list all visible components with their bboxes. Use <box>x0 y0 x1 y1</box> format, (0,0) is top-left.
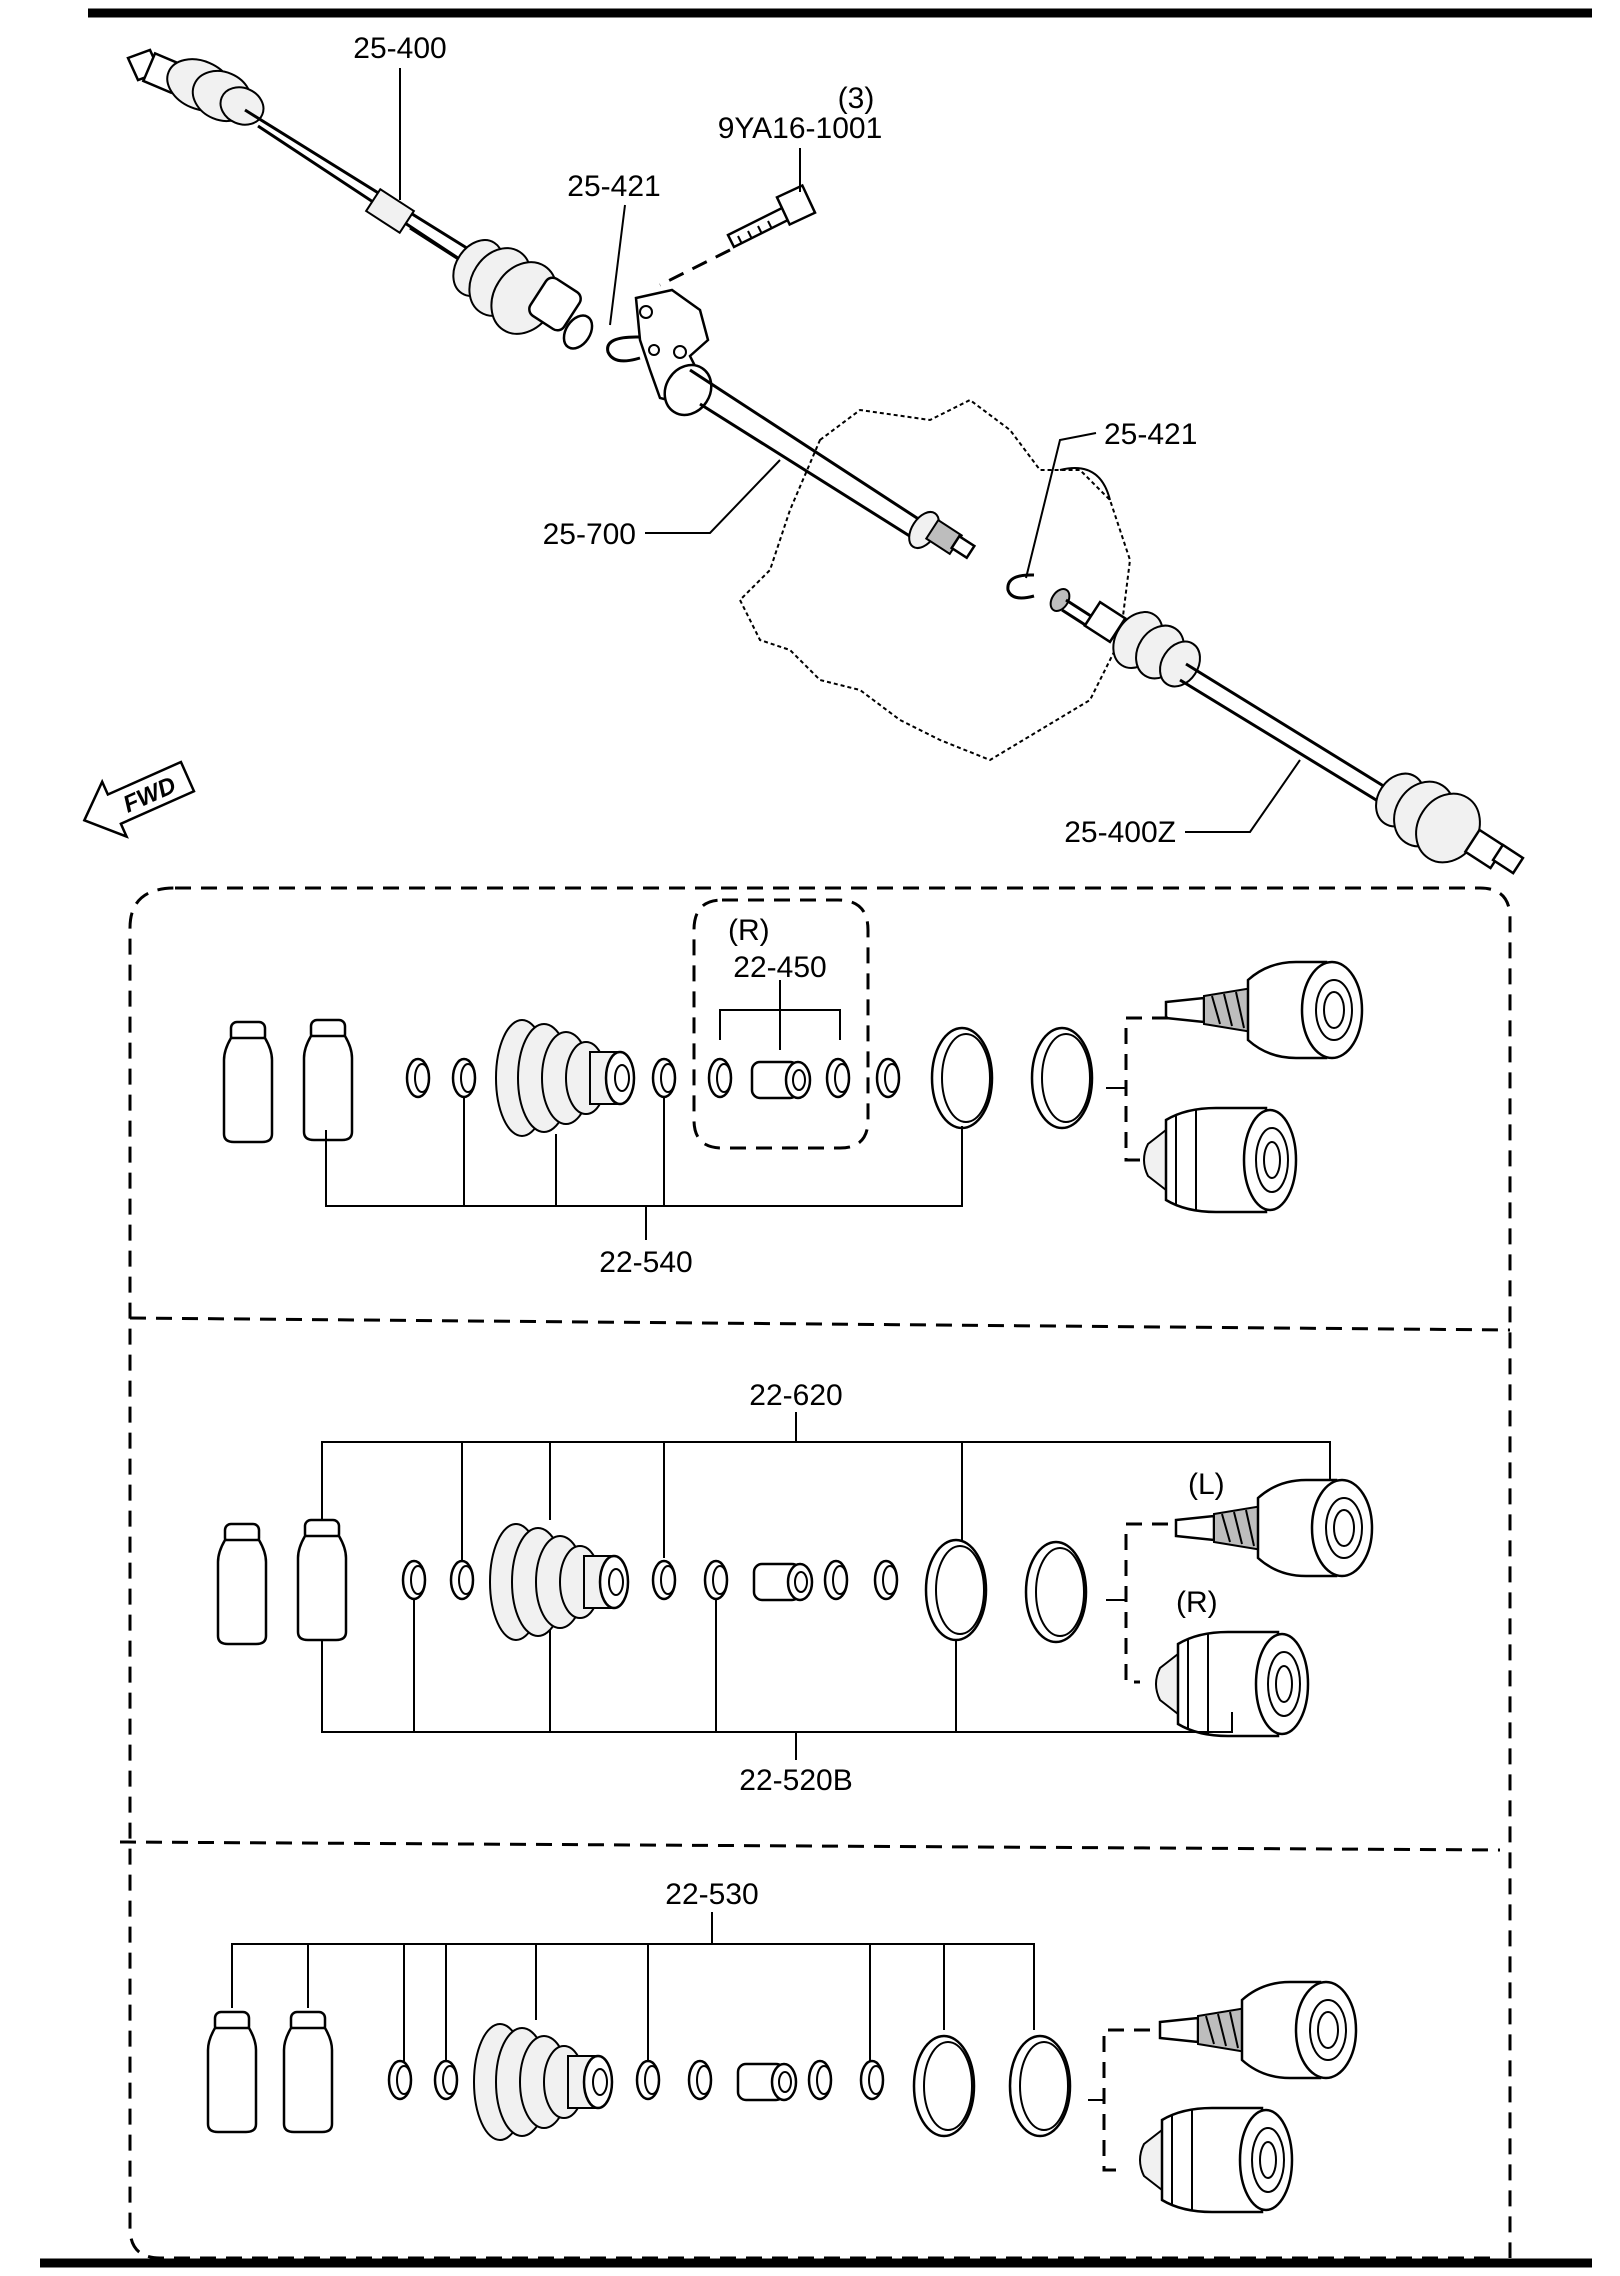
label-22-620: 22-620 <box>749 1379 842 1412</box>
clip-25-421-right <box>1006 573 1035 600</box>
kit-panel-1: (R) 22-450 22-540 <box>222 898 1364 1279</box>
sub-kit-22-450-box <box>692 898 870 1150</box>
variant-tag-l: (L) <box>1188 1468 1225 1501</box>
kit-divider-1 <box>129 1316 1511 1332</box>
kit-divider-2 <box>119 1840 1501 1852</box>
kit-panel-3: 22-530 <box>206 1878 1358 2214</box>
kit-frame <box>128 886 1512 2260</box>
variant-tag-r-2: (R) <box>1176 1586 1218 1619</box>
front-halfshaft-25-400 <box>126 48 594 350</box>
clip-25-421-left <box>606 335 641 363</box>
transmission-outline <box>738 398 1132 762</box>
kit-panel-2: 22-620 (L) (R) 22-520B <box>216 1379 1374 1797</box>
label-intermediate-shaft: 25-700 <box>543 518 636 551</box>
rear-halfshaft-25-400z <box>1049 588 1525 875</box>
label-bolt-qty: (3) <box>838 82 875 115</box>
label-rear-halfshaft: 25-400Z <box>1064 816 1176 849</box>
label-22-520b: 22-520B <box>739 1764 852 1797</box>
variant-tag-r: (R) <box>728 914 770 947</box>
intermediate-shaft-25-700 <box>634 288 977 560</box>
label-front-halfshaft: 25-400 <box>353 32 446 65</box>
label-clip-left: 25-421 <box>567 170 660 203</box>
fwd-arrow-icon: FWD <box>82 760 196 839</box>
label-22-450: 22-450 <box>733 951 826 984</box>
label-bolt-part: 9YA16-1001 <box>718 112 883 145</box>
label-clip-right: 25-421 <box>1104 418 1197 451</box>
bolt-9ya16-1001 <box>659 183 817 287</box>
label-22-540: 22-540 <box>599 1246 692 1279</box>
label-22-530: 22-530 <box>665 1878 758 1911</box>
exploded-drive-shaft-view: 25-400 (3) 9YA16-1001 25-421 25-421 25-7… <box>82 32 1525 875</box>
